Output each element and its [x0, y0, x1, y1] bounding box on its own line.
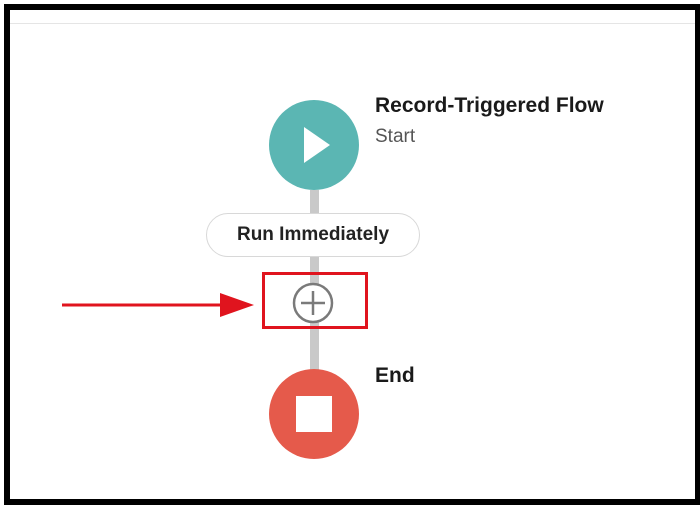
plus-circle-icon [292, 282, 334, 324]
start-node-title: Record-Triggered Flow [375, 94, 604, 117]
end-node-title: End [375, 364, 415, 387]
run-immediately-path-label[interactable]: Run Immediately [206, 213, 420, 257]
red-arrow-icon [62, 293, 254, 317]
start-node-subtitle: Start [375, 126, 416, 147]
highlight-box [262, 272, 368, 329]
connector-start-to-path [310, 190, 319, 214]
end-node[interactable] [269, 369, 359, 459]
screenshot-frame: Record-Triggered Flow Start Run Immediat… [4, 4, 700, 505]
start-node[interactable] [269, 100, 359, 190]
add-element-button[interactable] [292, 282, 334, 324]
top-divider [10, 23, 695, 24]
play-icon [304, 127, 330, 163]
stop-icon [296, 396, 332, 432]
